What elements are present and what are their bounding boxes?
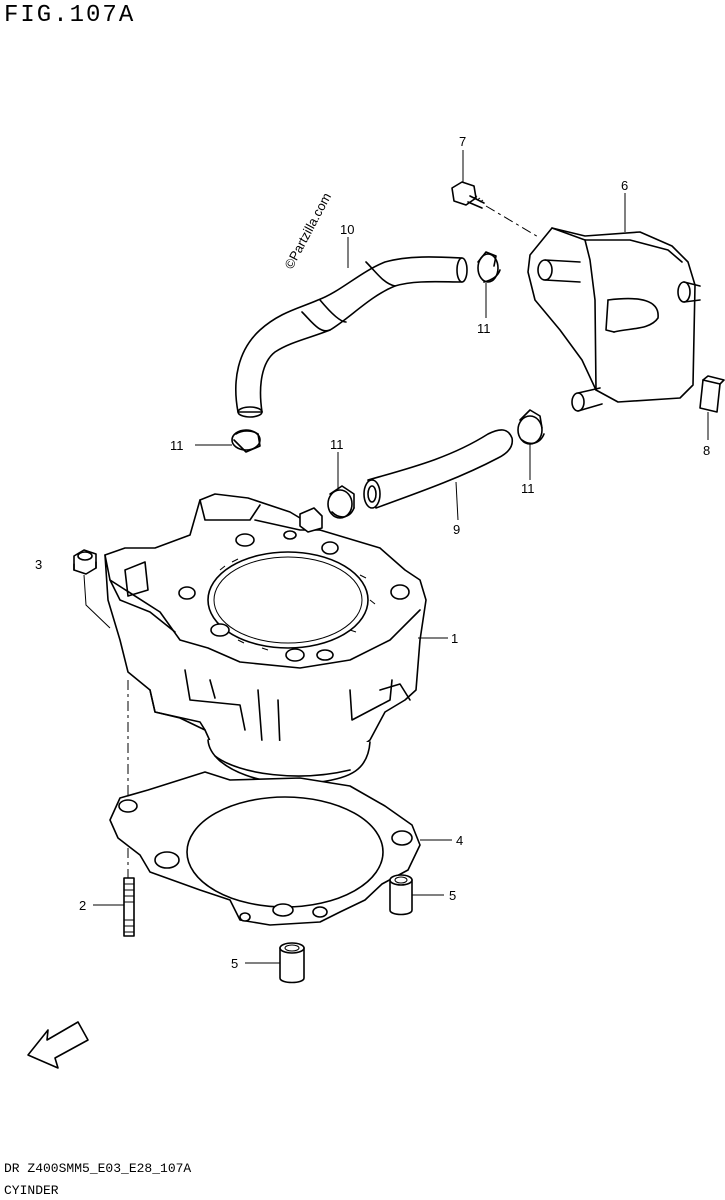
- part-10-hose[interactable]: [235, 256, 468, 418]
- callout-5a[interactable]: 5: [449, 888, 456, 903]
- part-11-clamp-d[interactable]: [517, 409, 545, 445]
- fwd-arrow: FWD: [27, 1021, 89, 1069]
- callout-11d[interactable]: 11: [521, 481, 535, 496]
- callout-7[interactable]: 7: [459, 134, 466, 149]
- part-2-stud[interactable]: [123, 877, 135, 937]
- callout-1[interactable]: 1: [451, 631, 458, 646]
- bolt-dash-line: [485, 205, 541, 239]
- callout-11a[interactable]: 11: [477, 321, 491, 336]
- leader-3: [83, 574, 111, 629]
- callout-6[interactable]: 6: [621, 178, 628, 193]
- part-4-gasket[interactable]: [109, 771, 421, 926]
- figure-title: FIG.107A: [4, 2, 136, 29]
- callout-3[interactable]: 3: [35, 557, 42, 572]
- section-name: CYINDER: [4, 1183, 59, 1198]
- part-8-pad[interactable]: [699, 375, 725, 413]
- part-1-cylinder[interactable]: [104, 493, 427, 785]
- watermark: ©Partzilla.com: [281, 190, 334, 271]
- part-3-nut[interactable]: [73, 549, 97, 575]
- part-7-bolt[interactable]: [451, 181, 485, 209]
- callout-11c[interactable]: 11: [330, 437, 344, 452]
- part-5-dowel-a[interactable]: [389, 874, 413, 916]
- part-11-clamp-b[interactable]: [231, 429, 261, 453]
- callout-4[interactable]: 4: [456, 833, 463, 848]
- callout-9[interactable]: 9: [453, 522, 460, 537]
- part-9-hose[interactable]: [363, 429, 514, 509]
- callout-5b[interactable]: 5: [231, 956, 238, 971]
- part-11-clamp-a[interactable]: [477, 251, 501, 283]
- callout-8[interactable]: 8: [703, 443, 710, 458]
- part-11-clamp-c[interactable]: [327, 485, 355, 519]
- callout-2[interactable]: 2: [79, 898, 86, 913]
- model-code: DR Z400SMM5_E03_E28_107A: [4, 1161, 192, 1176]
- leader-9: [455, 481, 459, 521]
- fwd-label: FWD: [50, 1032, 78, 1055]
- callout-10[interactable]: 10: [340, 222, 354, 237]
- part-5-dowel-b[interactable]: [279, 942, 305, 984]
- callout-11b[interactable]: 11: [170, 438, 184, 453]
- part-6-breather-box[interactable]: [527, 227, 701, 412]
